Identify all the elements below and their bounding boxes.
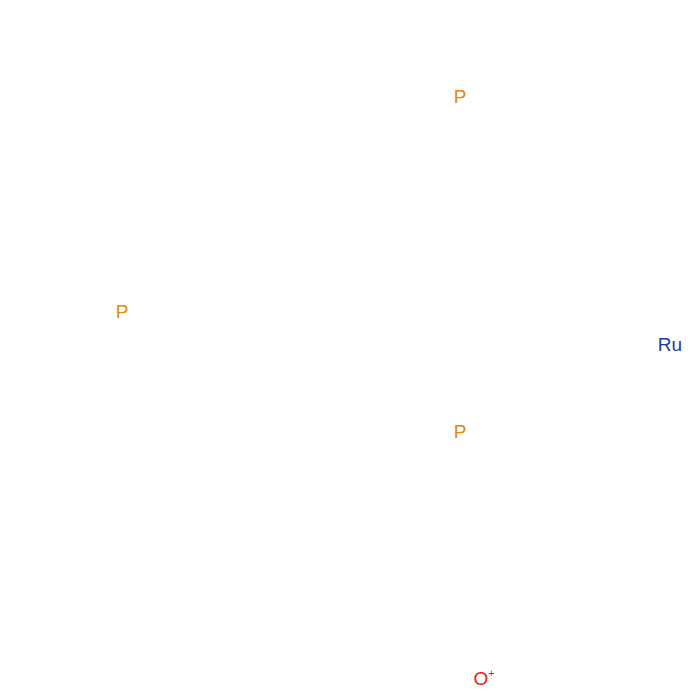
atom-label-o: O+ (473, 669, 494, 688)
atom-symbol: P (454, 86, 467, 107)
atom-label-p: P (454, 422, 467, 441)
atom-symbol: P (454, 421, 467, 442)
atom-label-ru: Ru (658, 335, 682, 354)
atom-symbol: P (116, 301, 129, 322)
atom-symbol: O (473, 668, 488, 689)
atom-label-p: P (454, 87, 467, 106)
atom-symbol: Ru (658, 334, 682, 355)
atom-label-p: P (116, 302, 129, 321)
atom-charge: + (488, 667, 494, 679)
